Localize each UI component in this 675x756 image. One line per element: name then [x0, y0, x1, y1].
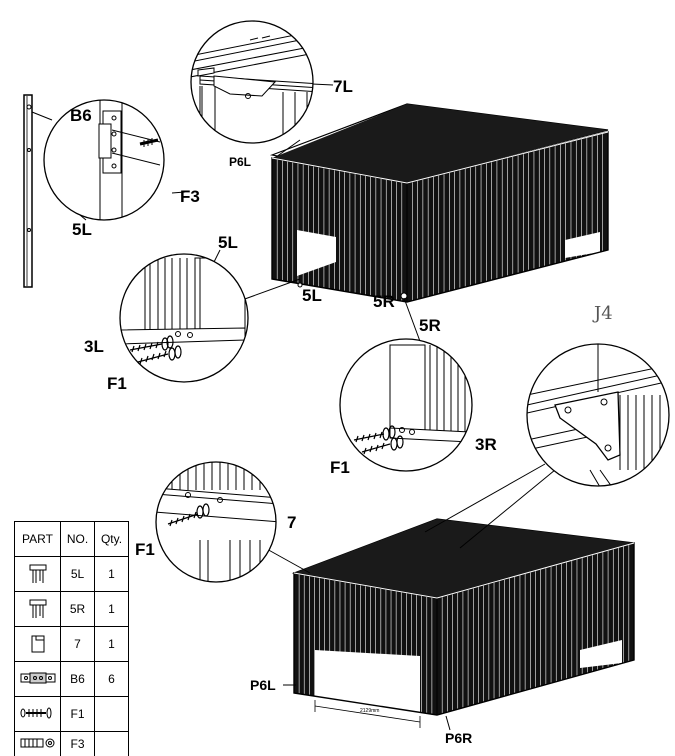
- detail-circle-B6: [44, 100, 164, 225]
- table-row: 5R 1: [15, 592, 129, 627]
- label-P6R: P6R: [445, 731, 472, 745]
- parts-table: PART NO. Qty. 5L 1 5R 1 7 1 B6 6 F1 F3: [14, 521, 129, 756]
- label-3L: 3L: [84, 338, 104, 355]
- vertical-post: [24, 95, 52, 287]
- header-no: NO.: [61, 522, 95, 557]
- table-row: B6 6: [15, 662, 129, 697]
- part-qty: 6: [95, 662, 129, 697]
- part-qty: 1: [95, 627, 129, 662]
- header-qty: Qty.: [95, 522, 129, 557]
- table-row: F1: [15, 697, 129, 732]
- label-5L-circle: 5L: [218, 234, 238, 251]
- label-J4: J4: [594, 305, 613, 323]
- label-F1-mid: F1: [135, 541, 155, 558]
- label-7: 7: [287, 514, 296, 531]
- part-no: F3: [61, 732, 95, 756]
- label-5L-shed: 5L: [302, 287, 322, 304]
- detail-circle-5L: [120, 254, 248, 382]
- wall-panel-right-icon: [26, 596, 50, 620]
- label-F3: F3: [180, 188, 200, 205]
- label-P6L-bottom: P6L: [250, 678, 276, 692]
- dimension-label: 2129mm: [360, 708, 379, 714]
- label-7L: 7L: [333, 78, 353, 95]
- table-row: 7 1: [15, 627, 129, 662]
- screw-washer-icon: [18, 705, 58, 721]
- label-5L-post: 5L: [72, 221, 92, 238]
- shed-bottom-illustration: 2129mm: [294, 519, 634, 728]
- label-F1-right: F1: [330, 459, 350, 476]
- table-row: 5L 1: [15, 557, 129, 592]
- parts-table-header: PART NO. Qty.: [15, 522, 129, 557]
- label-B6: B6: [70, 107, 92, 124]
- wall-panel-left-icon: [26, 561, 50, 585]
- label-5R-shed: 5R: [373, 293, 395, 310]
- detail-circle-7L: [190, 21, 320, 150]
- plate-b6-icon: [18, 670, 58, 686]
- screw-nut-icon: [18, 735, 58, 751]
- label-P6L-top: P6L: [229, 156, 251, 168]
- detail-circle-7: [155, 460, 280, 582]
- part-no: 5L: [61, 557, 95, 592]
- bracket-7-icon: [26, 631, 50, 655]
- label-3R: 3R: [475, 436, 497, 453]
- detail-circle-J4: [527, 340, 670, 487]
- part-no: F1: [61, 697, 95, 732]
- part-qty: [95, 732, 129, 756]
- detail-circle-5R: [340, 339, 472, 471]
- label-5R-circle: 5R: [419, 317, 441, 334]
- part-no: B6: [61, 662, 95, 697]
- part-no: 7: [61, 627, 95, 662]
- part-qty: [95, 697, 129, 732]
- header-part: PART: [15, 522, 61, 557]
- label-F1-left: F1: [107, 375, 127, 392]
- shed-top-illustration: [272, 104, 608, 302]
- part-qty: 1: [95, 557, 129, 592]
- table-row: F3: [15, 732, 129, 756]
- part-no: 5R: [61, 592, 95, 627]
- part-qty: 1: [95, 592, 129, 627]
